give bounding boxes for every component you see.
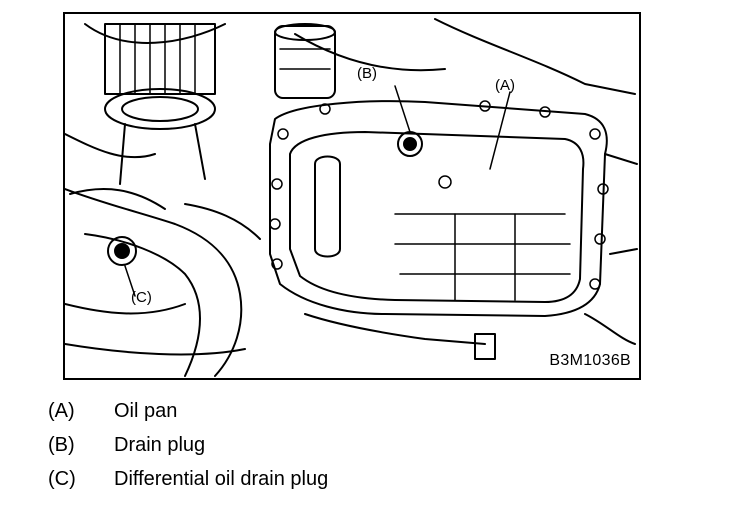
legend-text: Drain plug bbox=[114, 434, 206, 456]
figure-code: B3M1036B bbox=[549, 352, 631, 369]
callout-a: (A) bbox=[495, 77, 515, 94]
legend-key: (A) bbox=[48, 400, 75, 422]
callout-b: (B) bbox=[357, 65, 377, 82]
legend-key: (B) bbox=[48, 434, 75, 456]
legend-key: (C) bbox=[48, 468, 76, 490]
callout-c: (C) bbox=[131, 289, 152, 306]
oil-pan-illustration bbox=[65, 18, 638, 377]
legend-text: Differential oil drain plug bbox=[114, 468, 329, 490]
legend-text: Oil pan bbox=[114, 400, 178, 422]
diagram-frame: (A) (B) (C) B3M1036B bbox=[63, 12, 641, 380]
